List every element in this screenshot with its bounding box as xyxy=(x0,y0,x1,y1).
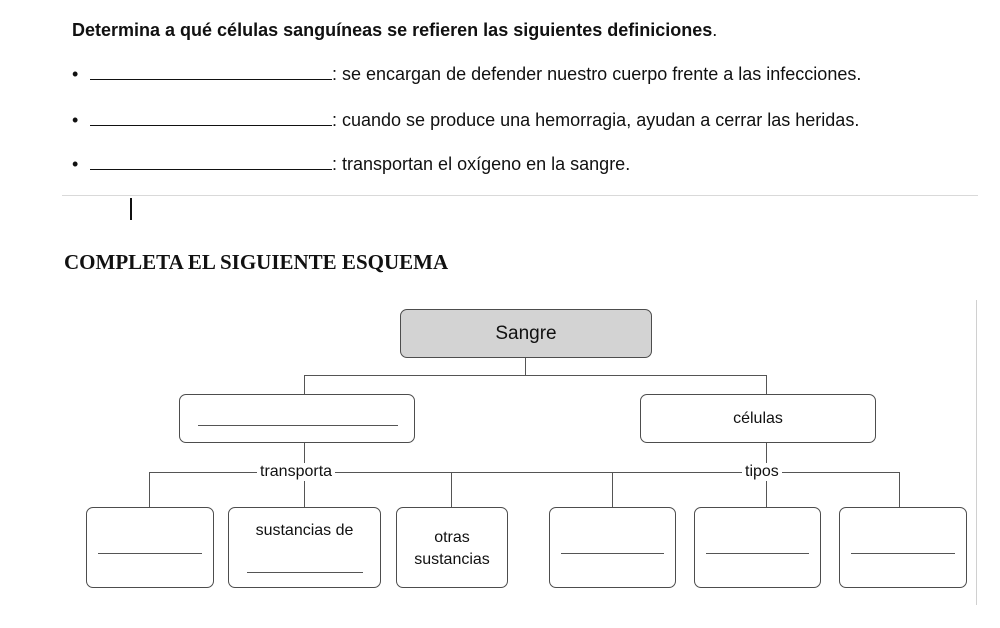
definition-text-3: : transportan el oxígeno en la sangre. xyxy=(332,154,631,174)
leaf-answer-box-5[interactable] xyxy=(694,507,821,588)
instruction-heading: Determina a qué células sanguíneas se re… xyxy=(72,20,717,41)
instruction-text: Determina a qué células sanguíneas se re… xyxy=(72,20,713,40)
connector-to-left-box xyxy=(304,375,305,394)
separator-line xyxy=(62,195,978,196)
answer-line xyxy=(198,425,398,426)
connector-leaf-1 xyxy=(149,472,150,507)
root-label: Sangre xyxy=(495,323,557,344)
leaf-box-otras-sustancias: otras sustancias xyxy=(396,507,508,588)
celulas-label: células xyxy=(733,410,783,427)
answer-line xyxy=(706,553,809,554)
definition-row-3: • : transportan el oxígeno en la sangre. xyxy=(72,154,630,178)
left-answer-box[interactable] xyxy=(179,394,415,443)
connector-middle-horizontal xyxy=(451,472,612,473)
text-cursor xyxy=(130,198,132,220)
bullet: • xyxy=(72,110,79,130)
sustancias-de-label: sustancias de xyxy=(255,522,354,539)
answer-blank-2[interactable] xyxy=(90,111,332,126)
answer-blank-1[interactable] xyxy=(90,65,332,80)
definition-text-2: : cuando se produce una hemorragia, ayud… xyxy=(332,110,860,130)
connector-leaf-3 xyxy=(451,472,452,507)
answer-line xyxy=(561,553,664,554)
leaf-answer-box-1[interactable] xyxy=(86,507,214,588)
connector-leaf-4 xyxy=(612,472,613,507)
connector-leaf-6 xyxy=(899,472,900,507)
connector-level1-horizontal xyxy=(304,375,766,376)
leaf-answer-box-4[interactable] xyxy=(549,507,676,588)
definition-row-1: • : se encargan de defender nuestro cuerp… xyxy=(72,64,861,88)
leaf-box-sustancias-de[interactable]: sustancias de xyxy=(228,507,381,588)
definition-row-2: • : cuando se produce una hemorragia, ayu… xyxy=(72,110,859,134)
answer-line xyxy=(247,572,363,573)
page-edge-line xyxy=(976,300,977,605)
definition-text-1: : se encargan de defender nuestro cuerpo… xyxy=(332,64,862,84)
connector-root-down xyxy=(525,358,526,375)
root-box-sangre: Sangre xyxy=(400,309,652,358)
right-box-celulas: células xyxy=(640,394,876,443)
answer-blank-3[interactable] xyxy=(90,155,332,170)
section-title: COMPLETA EL SIGUIENTE ESQUEMA xyxy=(64,250,449,274)
answer-line xyxy=(851,553,955,554)
leaf-answer-box-6[interactable] xyxy=(839,507,967,588)
label-transporta: transporta xyxy=(257,463,336,481)
answer-line xyxy=(98,553,202,554)
instruction-period: . xyxy=(712,20,718,40)
label-tipos: tipos xyxy=(742,463,782,481)
bullet: • xyxy=(72,64,79,84)
connector-to-right-box xyxy=(766,375,767,394)
otras-sustancias-label: otras sustancias xyxy=(414,529,490,568)
bullet: • xyxy=(72,154,79,174)
